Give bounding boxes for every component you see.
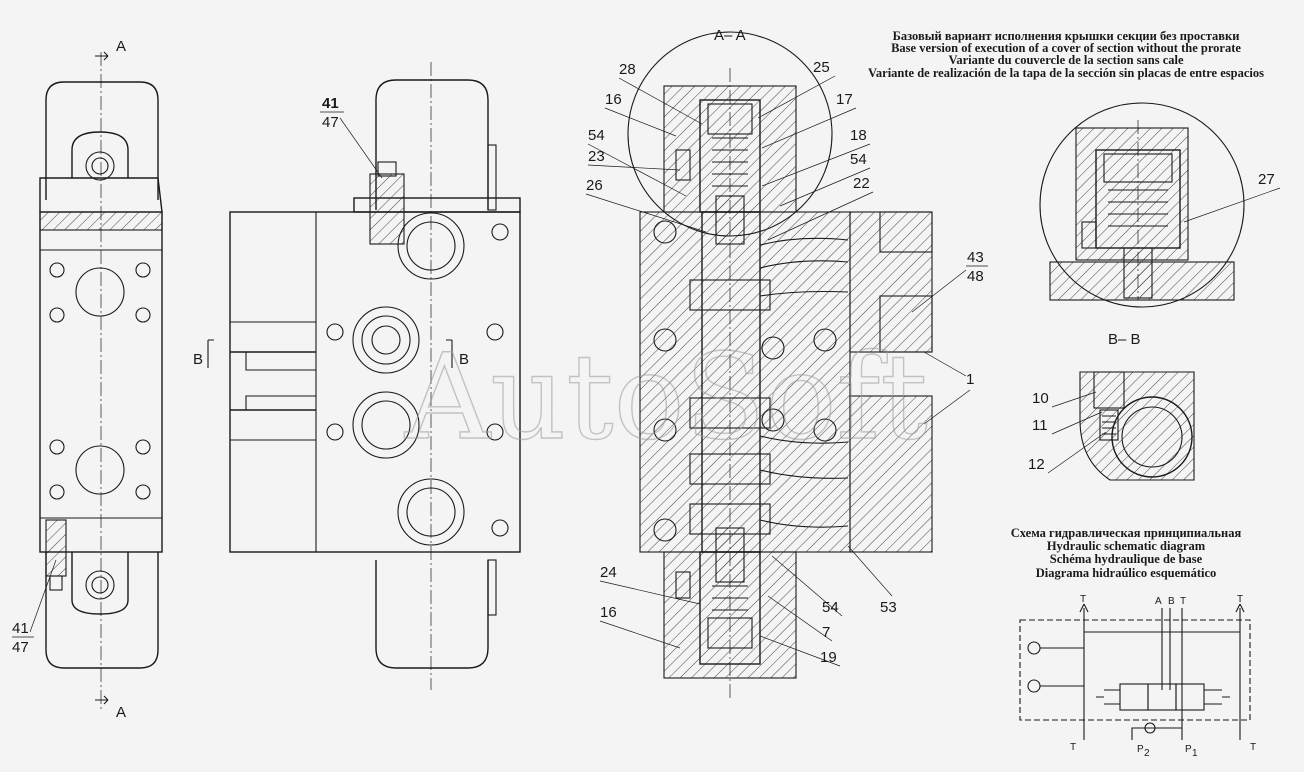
port-p1-subscript: 1 [1192, 748, 1198, 759]
schematic-caption-fr: Schéma hydraulique de base [1050, 552, 1203, 566]
port-t1: T [1080, 594, 1086, 605]
port-p2: P [1137, 744, 1144, 755]
watermark: AutoSoft [404, 328, 928, 466]
side-view-left: A A 41 47 [12, 38, 163, 721]
section-a-top-label: A [116, 38, 126, 55]
section-b-b-view: B– B 10 11 12 [1028, 331, 1195, 481]
port-p1: P [1185, 744, 1192, 755]
callout-22: 22 [853, 175, 870, 192]
callout-18: 18 [850, 127, 867, 144]
callout-27: 27 [1258, 171, 1275, 188]
section-bb-title: B– B [1108, 331, 1141, 348]
callout-11: 11 [1032, 417, 1048, 434]
callout-19: 19 [820, 649, 837, 666]
hydraulic-schematic: Схема гидравлическая принципиальная Hydr… [1011, 526, 1256, 759]
detail-cover-view: 27 [1039, 102, 1281, 308]
caption-es: Variante de realización de la tapa de la… [868, 66, 1264, 80]
callout-25: 25 [813, 59, 830, 76]
callout-17: 17 [836, 91, 853, 108]
section-a-a-view: A– A 28 25 16 17 [585, 27, 988, 700]
caption-block: Базовый вариант исполнения крышки секции… [868, 29, 1264, 80]
callout-16-bottom: 16 [600, 604, 617, 621]
port-t4: T [1070, 742, 1076, 753]
callout-24: 24 [600, 564, 617, 581]
callout-16-top: 16 [605, 91, 622, 108]
caption-en: Base version of execution of a cover of … [891, 41, 1241, 55]
port-t3: T [1180, 596, 1186, 607]
port-b: B [1168, 596, 1175, 607]
callout-43: 43 [967, 249, 984, 266]
caption-ru: Базовый вариант исполнения крышки секции… [893, 29, 1240, 43]
schematic-caption-en: Hydraulic schematic diagram [1047, 539, 1206, 553]
caption-fr: Variante du couvercle de la section sans… [948, 53, 1184, 67]
section-b-right-label: B [459, 351, 469, 368]
port-p2-subscript: 2 [1144, 748, 1150, 759]
callout-12: 12 [1028, 456, 1045, 473]
schematic-caption-ru: Схема гидравлическая принципиальная [1011, 526, 1242, 540]
callout-47-bottom: 47 [12, 639, 29, 656]
port-t5: T [1250, 742, 1256, 753]
port-t2: T [1237, 594, 1243, 605]
callout-23: 23 [588, 148, 605, 165]
callout-41-bottom: 41 [12, 620, 29, 637]
port-a: A [1155, 596, 1162, 607]
schematic-caption-es: Diagrama hidraúlico esquemático [1036, 566, 1217, 580]
callout-54-a: 54 [588, 127, 605, 144]
callout-41-top: 41 [322, 95, 339, 112]
callout-1: 1 [966, 371, 974, 388]
callout-54-b: 54 [850, 151, 867, 168]
callout-10: 10 [1032, 390, 1049, 407]
section-a-bottom-label: A [116, 704, 126, 721]
callout-47-top: 47 [322, 114, 339, 131]
callout-28: 28 [619, 61, 636, 78]
callout-54-c: 54 [822, 599, 839, 616]
callout-48: 48 [967, 268, 984, 285]
section-b-left-label: B [193, 351, 203, 368]
front-view: B B 41 47 [193, 62, 521, 690]
callout-7: 7 [822, 624, 830, 641]
section-aa-title: A– A [714, 27, 746, 44]
callout-53: 53 [880, 599, 897, 616]
callout-26: 26 [586, 177, 603, 194]
